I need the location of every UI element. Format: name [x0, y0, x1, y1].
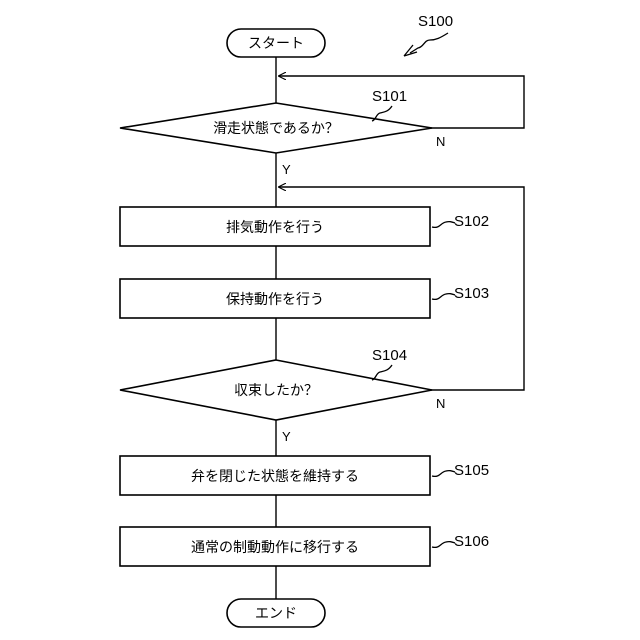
s103-leader	[432, 294, 455, 300]
s105-leader	[432, 471, 455, 477]
end-text: エンド	[255, 606, 297, 622]
figure-label-leader	[410, 33, 448, 53]
s103-text: 保持動作を行う	[226, 292, 324, 308]
s102-leader	[432, 222, 455, 228]
s106-text: 通常の制動動作に移行する	[191, 540, 359, 556]
s104-text: 収束したか？	[234, 383, 318, 399]
s104-label: S104	[372, 347, 407, 364]
s101-no-label: N	[436, 134, 445, 149]
start-text: スタート	[248, 36, 304, 52]
s104-no-label: N	[436, 396, 445, 411]
s102-text: 排気動作を行う	[226, 220, 324, 236]
s103-label: S103	[454, 285, 489, 302]
figure-label: S100	[418, 13, 453, 30]
s101-label: S101	[372, 88, 407, 105]
s102-label: S102	[454, 213, 489, 230]
s105-text: 弁を閉じた状態を維持する	[191, 469, 359, 485]
s105-label: S105	[454, 462, 489, 479]
s104-yes-label: Y	[282, 429, 291, 444]
s106-label: S106	[454, 533, 489, 550]
s101-yes-label: Y	[282, 162, 291, 177]
s106-leader	[432, 542, 455, 548]
s104-leader	[372, 365, 392, 380]
s101-leader	[372, 106, 392, 121]
s101-text: 滑走状態であるか？	[213, 120, 339, 137]
